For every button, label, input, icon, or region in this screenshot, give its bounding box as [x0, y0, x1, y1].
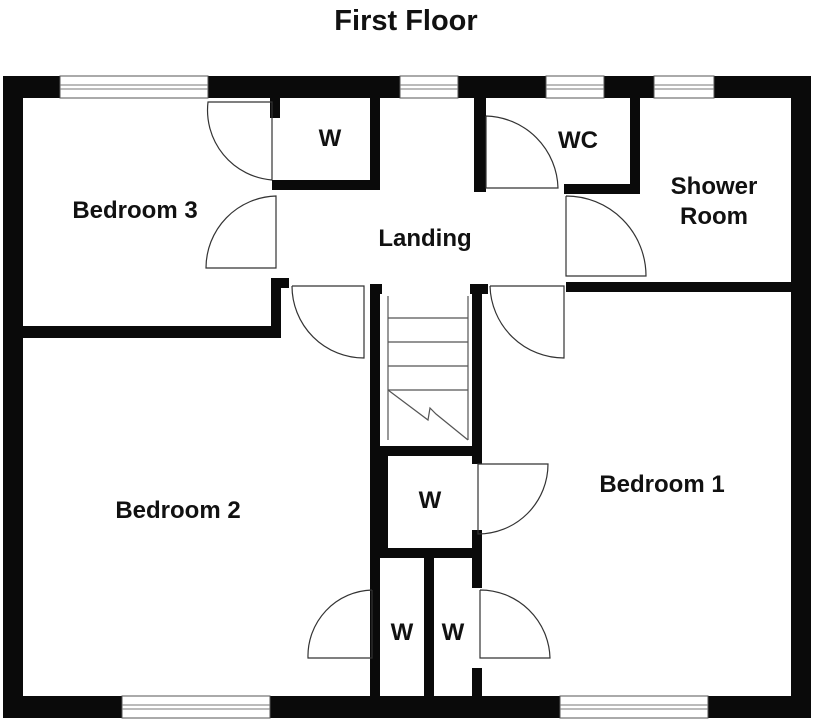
- room-labels: Bedroom 3 W Landing WC Shower Room Bedro…: [72, 125, 757, 646]
- door-center-wardrobe: [477, 463, 549, 535]
- window-bed3: [59, 75, 209, 99]
- room-label-wardrobe-center: W: [419, 487, 442, 514]
- door-wc: [485, 115, 559, 189]
- staircase: [387, 296, 469, 441]
- room-label-landing: Landing: [378, 225, 471, 252]
- room-label-wc: WC: [558, 127, 598, 154]
- door-bed2: [291, 285, 365, 359]
- room-label-bedroom-1: Bedroom 1: [599, 471, 724, 498]
- door-shower: [565, 195, 647, 277]
- room-label-wardrobe-bed3: W: [319, 125, 342, 152]
- window-shower: [653, 75, 715, 99]
- window-landing: [399, 75, 459, 99]
- room-label-bedroom-2: Bedroom 2: [115, 497, 240, 524]
- window-wc: [545, 75, 605, 99]
- windows: [59, 75, 715, 719]
- floor-title: First Floor: [334, 5, 477, 37]
- wall-right: [791, 76, 811, 718]
- room-label-wardrobe-bottom-left: W: [391, 619, 414, 646]
- door-bed1: [489, 285, 565, 359]
- room-label-bedroom-3: Bedroom 3: [72, 197, 197, 224]
- room-label-shower-line1: Shower: [671, 173, 758, 200]
- door-wardrobe-left: [307, 589, 373, 659]
- wall-left: [3, 76, 23, 718]
- door-wardrobe-right: [479, 589, 551, 659]
- doors: [205, 101, 647, 659]
- window-bed1: [559, 695, 709, 719]
- room-label-shower-line2: Room: [680, 203, 748, 230]
- room-label-wardrobe-bottom-right: W: [442, 619, 465, 646]
- window-bed2: [121, 695, 271, 719]
- door-bed3: [205, 195, 277, 269]
- door-bed3-wardrobe: [206, 101, 273, 181]
- internal-walls: [23, 98, 791, 718]
